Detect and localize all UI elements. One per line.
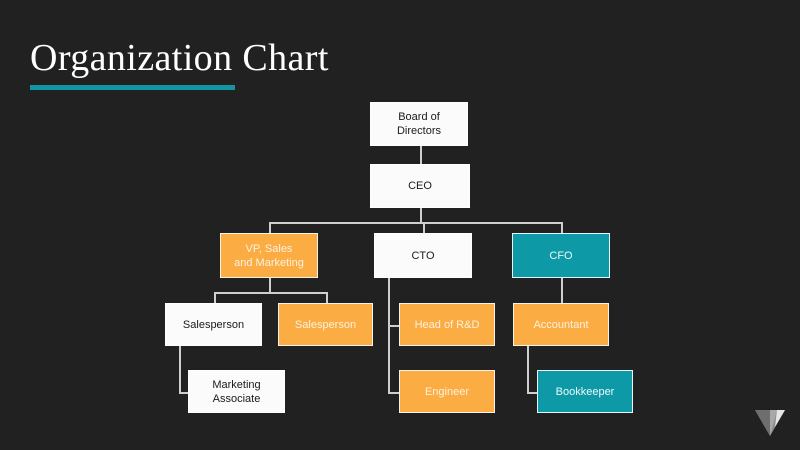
- org-node-label: CEO: [408, 180, 432, 192]
- connector-ceo-to-vpsales: [269, 222, 271, 233]
- org-node-label: CFO: [549, 249, 573, 262]
- org-node-vpsales[interactable]: VP, Sales and Marketing: [220, 233, 318, 278]
- org-node-label: Bookkeeper: [555, 385, 615, 398]
- connector-ceo-bus: [269, 222, 561, 224]
- org-node-cto[interactable]: CTO: [374, 233, 472, 278]
- org-node-headrd[interactable]: Head of R&D: [399, 303, 495, 346]
- connector-cto-rail: [388, 278, 390, 392]
- connector-ceo-drop: [420, 208, 422, 222]
- org-node-label: Marketing Associate: [212, 378, 261, 405]
- connector-accountant-to-bookkeeper: [527, 392, 537, 394]
- connector-board-ceo: [420, 146, 422, 164]
- org-node-board[interactable]: Board of Directors: [370, 102, 468, 146]
- connector-ceo-to-cfo: [561, 222, 563, 233]
- page-title: Organization Chart: [30, 37, 329, 79]
- title-underline-rule: [30, 85, 235, 90]
- org-node-label: CTO: [411, 249, 435, 262]
- org-node-label: Engineer: [424, 385, 470, 398]
- org-node-label: Accountant: [533, 318, 589, 331]
- org-node-accountant[interactable]: Accountant: [513, 303, 609, 346]
- connector-vpsales-bus: [214, 292, 326, 294]
- org-node-engineer[interactable]: Engineer: [399, 370, 495, 413]
- connector-vpsales-to-sales2: [326, 292, 328, 303]
- connector-cto-to-headrd: [388, 325, 399, 327]
- connector-sales1-to-mktassoc: [179, 392, 188, 394]
- org-node-bookkeeper[interactable]: Bookkeeper: [537, 370, 633, 413]
- org-node-mktassoc[interactable]: Marketing Associate: [188, 370, 285, 413]
- org-node-label: Head of R&D: [414, 318, 480, 331]
- triangle-v-logo: [755, 410, 785, 436]
- org-node-label: VP, Sales and Marketing: [234, 242, 304, 269]
- org-node-label: Board of Directors: [396, 111, 441, 137]
- connector-vpsales-drop: [269, 278, 271, 292]
- org-node-label: Salesperson: [182, 318, 245, 331]
- connector-cfo-accountant: [561, 278, 563, 303]
- org-node-ceo[interactable]: CEO: [370, 164, 470, 208]
- connector-sales1-drop: [179, 346, 181, 392]
- connector-accountant-drop: [527, 346, 529, 392]
- connector-vpsales-to-sales1: [214, 292, 216, 303]
- org-node-sales2[interactable]: Salesperson: [278, 303, 373, 346]
- org-node-label: Salesperson: [294, 318, 357, 331]
- org-node-sales1[interactable]: Salesperson: [165, 303, 262, 346]
- connector-cto-to-engineer: [388, 392, 399, 394]
- connector-ceo-to-cto: [423, 222, 425, 233]
- org-node-cfo[interactable]: CFO: [512, 233, 610, 278]
